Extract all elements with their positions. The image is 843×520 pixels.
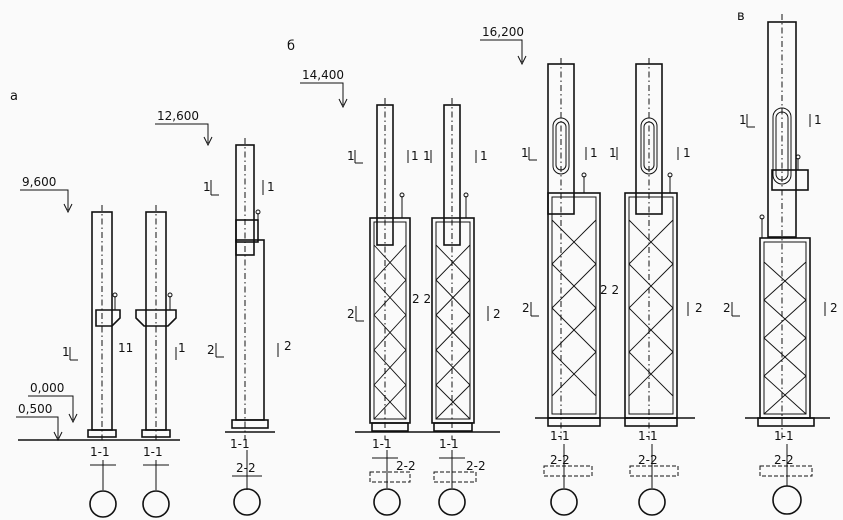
section-c1: 1-1 2-2 — [759, 429, 813, 515]
svg-text:14,400: 14,400 — [302, 68, 344, 82]
elevation-9600: 9,600 — [20, 175, 73, 214]
svg-text:11: 11 — [118, 341, 133, 355]
svg-text:2-2: 2-2 — [774, 453, 794, 467]
svg-text:1-1: 1-1 — [90, 445, 110, 459]
section-b4: 1-1 2-2 — [629, 429, 679, 516]
column-b1: 1 2 1 2 2 — [347, 98, 431, 440]
section-b2: 1-1 2-2 — [433, 437, 486, 516]
svg-text:1: 1 — [178, 341, 186, 355]
svg-text:2: 2 — [493, 307, 501, 321]
column-a2: 1 — [135, 205, 186, 440]
svg-text:1: 1 — [590, 146, 598, 160]
svg-text:2-2: 2-2 — [638, 453, 658, 467]
svg-text:2 2: 2 2 — [600, 283, 619, 297]
svg-text:1: 1 — [347, 149, 355, 163]
panel-label-b: б — [287, 39, 295, 54]
column-b4: 1 1 2 — [609, 58, 703, 440]
svg-text:2-2: 2-2 — [466, 459, 486, 473]
svg-text:1: 1 — [609, 146, 617, 160]
elevation-0000: 0,000 — [28, 381, 78, 424]
svg-text:1-1: 1-1 — [372, 437, 392, 451]
svg-text:1: 1 — [62, 345, 70, 359]
svg-text:2-2: 2-2 — [550, 453, 570, 467]
svg-text:2: 2 — [347, 307, 355, 321]
elevation-16200: 16,200 — [480, 25, 527, 66]
svg-text:2: 2 — [830, 301, 838, 315]
svg-text:1: 1 — [480, 149, 488, 163]
svg-text:2: 2 — [723, 301, 731, 315]
svg-text:2 2: 2 2 — [412, 292, 431, 306]
section-a1: 1-1 — [89, 445, 117, 518]
section-b1: 1-1 2-2 — [369, 437, 416, 516]
column-c1: 1 1 2 2 — [723, 14, 838, 440]
section-b3: 1-1 2-2 — [543, 429, 593, 516]
svg-text:1: 1 — [739, 113, 747, 127]
svg-text:2: 2 — [207, 343, 215, 357]
svg-text:1-1: 1-1 — [638, 429, 658, 443]
svg-text:1: 1 — [411, 149, 419, 163]
section-a2: 1-1 — [142, 445, 170, 518]
column-b2: 1 1 2 — [423, 98, 501, 440]
svg-text:0,500: 0,500 — [18, 402, 52, 416]
svg-text:2: 2 — [284, 339, 292, 353]
column-a3: 1 1 2 2 — [203, 138, 292, 440]
elevation-12600: 12,600 — [155, 109, 213, 147]
svg-text:2: 2 — [695, 301, 703, 315]
svg-text:0,000: 0,000 — [30, 381, 64, 395]
column-a1: 1 11 — [62, 205, 133, 440]
svg-text:2: 2 — [522, 301, 530, 315]
svg-text:1: 1 — [203, 180, 211, 194]
svg-text:2-2: 2-2 — [236, 461, 256, 475]
svg-text:1-1: 1-1 — [230, 437, 250, 451]
svg-text:16,200: 16,200 — [482, 25, 524, 39]
svg-text:2-2: 2-2 — [396, 459, 416, 473]
svg-text:1: 1 — [267, 180, 275, 194]
svg-text:1-1: 1-1 — [550, 429, 570, 443]
svg-text:1-1: 1-1 — [774, 429, 794, 443]
svg-text:1-1: 1-1 — [439, 437, 459, 451]
svg-text:12,600: 12,600 — [157, 109, 199, 123]
elevation-0500: 0,500 — [16, 402, 63, 442]
elevation-14400: 14,400 — [300, 68, 348, 109]
column-b3: 1 1 2 2 2 — [521, 58, 619, 440]
svg-text:9,600: 9,600 — [22, 175, 56, 189]
svg-text:1: 1 — [521, 146, 529, 160]
svg-text:1: 1 — [814, 113, 822, 127]
svg-text:1: 1 — [423, 149, 431, 163]
svg-text:1-1: 1-1 — [143, 445, 163, 459]
svg-text:1: 1 — [683, 146, 691, 160]
panel-label-c: в — [737, 9, 745, 24]
section-a3: 1-1 2-2 — [230, 437, 262, 516]
panel-label-a: а — [10, 89, 18, 104]
